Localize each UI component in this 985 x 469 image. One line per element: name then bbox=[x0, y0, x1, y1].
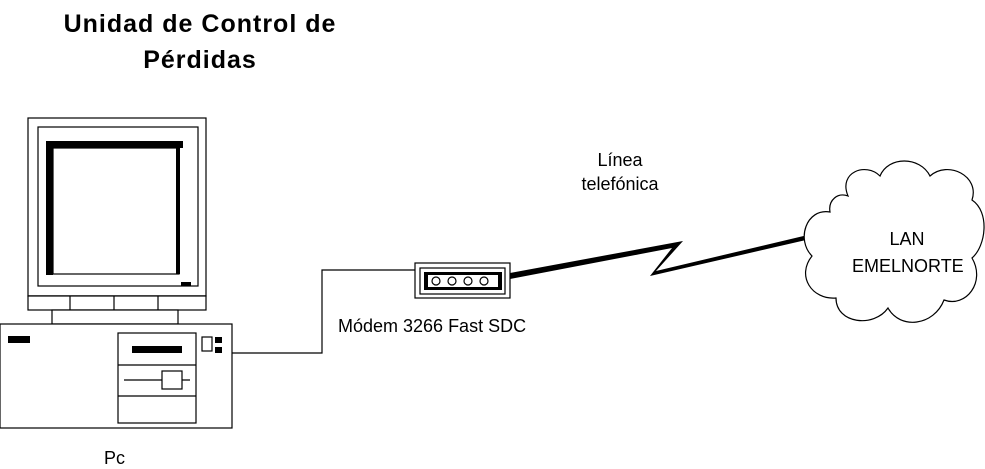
title-line-1: Unidad de Control de bbox=[63, 10, 337, 38]
modem-device bbox=[414, 262, 511, 299]
diagram-title: Unidad de Control de Pérdidas bbox=[10, 6, 390, 78]
phone-line-label: Línea telefónica bbox=[560, 149, 680, 195]
title-line-2: Pérdidas bbox=[143, 46, 257, 74]
pc-label: Pc bbox=[104, 448, 126, 468]
lan-label: LAN EMELNORTE bbox=[852, 228, 964, 277]
lan-label-2: EMELNORTE bbox=[852, 256, 964, 276]
modem-label: Módem 3266 Fast SDC bbox=[338, 316, 527, 336]
phone-line-label-2: telefónica bbox=[581, 174, 659, 194]
pc-case bbox=[0, 323, 233, 429]
lan-label-1: LAN bbox=[889, 229, 925, 249]
telephone-line bbox=[510, 234, 812, 279]
pc-monitor bbox=[27, 117, 207, 325]
lan-cloud bbox=[803, 160, 985, 323]
pc-modem-cable bbox=[232, 269, 420, 354]
phone-line-label-1: Línea bbox=[597, 150, 643, 170]
